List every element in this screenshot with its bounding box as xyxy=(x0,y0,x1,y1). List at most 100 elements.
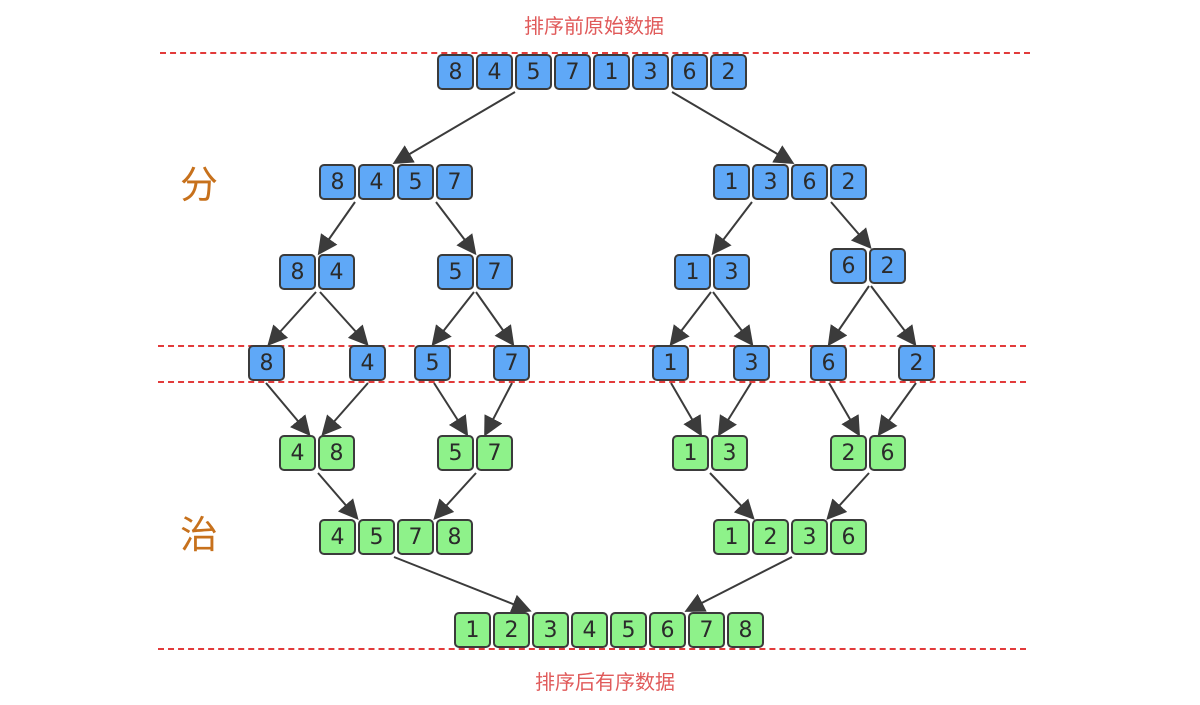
split-level1-left: 8 4 5 7 xyxy=(319,164,473,200)
array-cell: 6 xyxy=(791,164,828,200)
array-cell: 5 xyxy=(610,612,647,648)
array-cell: 3 xyxy=(733,345,770,381)
arrow xyxy=(870,285,917,347)
arrow xyxy=(711,201,753,256)
array-cell: 1 xyxy=(593,54,630,90)
arrow xyxy=(319,291,369,346)
phase-label-merge: 治 xyxy=(180,513,219,557)
array-cell: 1 xyxy=(674,254,711,290)
array-cell: 7 xyxy=(493,345,530,381)
split-level1-right: 1 3 6 2 xyxy=(713,164,867,200)
array-cell: 1 xyxy=(713,164,750,200)
split-level2-b: 5 7 xyxy=(437,254,513,290)
array-cell: 5 xyxy=(414,345,451,381)
split-level3-single: 4 xyxy=(349,345,386,381)
arrow xyxy=(267,291,317,346)
array-cell: 8 xyxy=(319,164,356,200)
arrow xyxy=(321,382,369,437)
arrow xyxy=(475,291,515,347)
divider-mid-1 xyxy=(158,345,1026,347)
array-cell: 3 xyxy=(752,164,789,200)
split-level3-single: 2 xyxy=(898,345,935,381)
array-cell: 7 xyxy=(554,54,591,90)
arrow xyxy=(433,382,469,437)
array-cell: 8 xyxy=(318,435,355,471)
arrow xyxy=(709,472,755,520)
array-cell: 7 xyxy=(688,612,725,648)
split-level3-single: 6 xyxy=(810,345,847,381)
array-cell: 5 xyxy=(437,435,474,471)
array-cell: 2 xyxy=(898,345,935,381)
caption-top: 排序前原始数据 xyxy=(524,14,664,38)
array-cell: 4 xyxy=(358,164,395,200)
arrow xyxy=(670,382,703,437)
array-cell: 1 xyxy=(713,519,750,555)
split-level3-single: 7 xyxy=(493,345,530,381)
arrow xyxy=(827,285,870,347)
array-cell: 2 xyxy=(830,164,867,200)
array-cell: 5 xyxy=(437,254,474,290)
merge-level1-a: 4 8 xyxy=(279,435,355,471)
split-level3-single: 3 xyxy=(733,345,770,381)
array-cell: 1 xyxy=(652,345,689,381)
arrow xyxy=(717,382,752,437)
arrow xyxy=(712,291,754,347)
array-cell: 3 xyxy=(791,519,828,555)
merge-level1-b: 5 7 xyxy=(437,435,513,471)
merge-level2-left: 4 5 7 8 xyxy=(319,519,473,555)
arrow xyxy=(669,291,712,347)
array-cell: 6 xyxy=(830,248,867,284)
array-cell: 4 xyxy=(318,254,355,290)
array-cell: 2 xyxy=(752,519,789,555)
array-cell: 2 xyxy=(869,248,906,284)
array-cell: 7 xyxy=(476,435,513,471)
array-cell: 4 xyxy=(349,345,386,381)
array-cell: 8 xyxy=(437,54,474,90)
array-cell: 5 xyxy=(515,54,552,90)
array-cell: 5 xyxy=(397,164,434,200)
array-cell: 1 xyxy=(672,435,709,471)
arrow xyxy=(484,382,513,437)
arrow xyxy=(826,472,870,520)
merge-result-array: 1 2 3 4 5 6 7 8 xyxy=(454,612,764,648)
array-cell: 6 xyxy=(671,54,708,90)
arrow xyxy=(433,472,477,520)
arrow xyxy=(684,556,793,612)
array-cell: 3 xyxy=(711,435,748,471)
array-cell: 3 xyxy=(632,54,669,90)
merge-level2-right: 1 2 3 6 xyxy=(713,519,867,555)
array-cell: 8 xyxy=(436,519,473,555)
array-cell: 2 xyxy=(830,435,867,471)
array-cell: 7 xyxy=(397,519,434,555)
arrow xyxy=(392,91,516,165)
array-cell: 6 xyxy=(810,345,847,381)
array-cell: 2 xyxy=(710,54,747,90)
split-level3-single: 5 xyxy=(414,345,451,381)
array-cell: 4 xyxy=(279,435,316,471)
split-level2-a: 8 4 xyxy=(279,254,355,290)
array-cell: 6 xyxy=(869,435,906,471)
arrow xyxy=(671,91,795,165)
arrow xyxy=(431,291,475,347)
array-cell: 8 xyxy=(279,254,316,290)
split-level3-single: 1 xyxy=(652,345,689,381)
merge-level1-d: 2 6 xyxy=(830,435,906,471)
array-cell: 7 xyxy=(436,164,473,200)
array-cell: 1 xyxy=(454,612,491,648)
arrow xyxy=(877,382,917,437)
array-cell: 2 xyxy=(493,612,530,648)
array-cell: 8 xyxy=(248,345,285,381)
merge-level1-c: 1 3 xyxy=(672,435,748,471)
array-cell: 3 xyxy=(713,254,750,290)
array-cell: 6 xyxy=(830,519,867,555)
split-level2-c: 1 3 xyxy=(674,254,750,290)
divider-top xyxy=(160,52,1030,54)
array-cell: 8 xyxy=(727,612,764,648)
phase-label-split: 分 xyxy=(180,163,219,207)
array-cell: 4 xyxy=(319,519,356,555)
array-cell: 7 xyxy=(476,254,513,290)
arrow xyxy=(317,201,356,256)
split-root-array: 8 4 5 7 1 3 6 2 xyxy=(437,54,747,90)
split-level3-single: 8 xyxy=(248,345,285,381)
